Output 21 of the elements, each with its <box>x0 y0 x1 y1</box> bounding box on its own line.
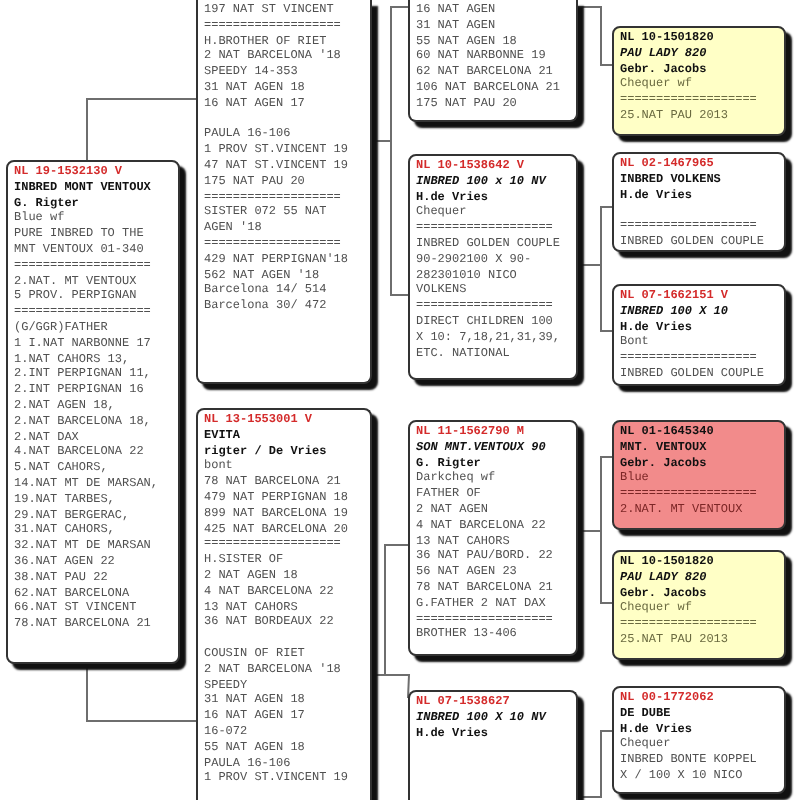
pedigree-card <box>408 0 578 122</box>
pedigree-card <box>612 152 786 252</box>
connector-line <box>577 264 613 332</box>
connector-line <box>371 674 411 699</box>
pedigree-card <box>6 160 180 664</box>
pedigree-card <box>612 550 786 660</box>
pedigree-card <box>612 420 786 530</box>
pedigree-card <box>612 26 786 136</box>
pedigree-card <box>408 420 578 656</box>
pedigree-card <box>196 0 372 384</box>
pedigree-card <box>612 284 786 386</box>
connector-line <box>577 530 613 604</box>
pedigree-card <box>196 408 372 800</box>
pedigree-card <box>612 686 786 794</box>
connector-line <box>86 663 197 722</box>
pedigree-card <box>408 690 578 800</box>
pedigree-card <box>408 154 578 380</box>
connector-line <box>577 730 613 798</box>
connector-line <box>577 6 613 66</box>
connector-line <box>371 140 409 296</box>
connector-line <box>86 98 197 161</box>
